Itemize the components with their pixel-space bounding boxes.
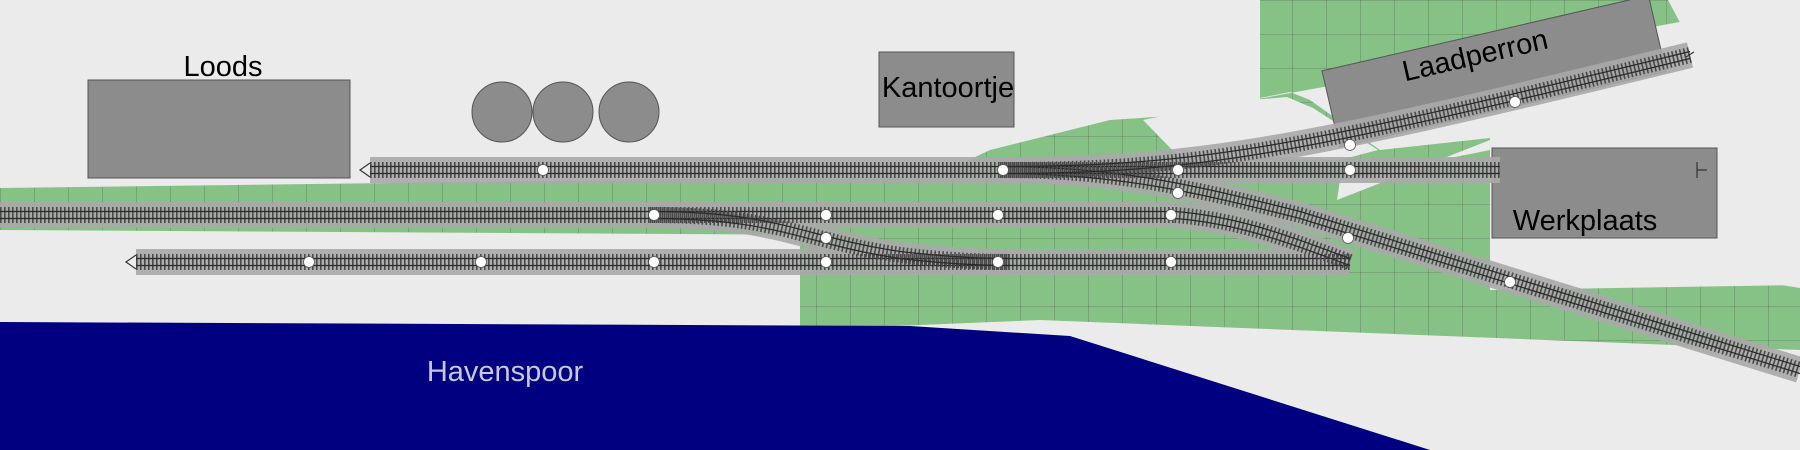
track-marker: [648, 256, 660, 268]
buffer-stop-west-lower: [124, 254, 137, 270]
track-marker: [648, 209, 660, 221]
track-marker: [820, 256, 832, 268]
havenspoor-label: Havenspoor: [427, 356, 584, 388]
werkplaats-label: Werkplaats: [1513, 205, 1658, 237]
track-laadperron-rail-2: [999, 57, 1691, 175]
tank-1: [471, 81, 533, 143]
track-crossover-lower-rail-2: [649, 217, 1011, 267]
track-marker: [1344, 139, 1356, 151]
storage-tanks: [471, 81, 660, 143]
track-marker: [820, 209, 832, 221]
track-crossover-mid-rail-2: [1174, 217, 1351, 267]
tracks: [0, 42, 1800, 383]
kantoortje-label: Kantoortje: [882, 72, 1014, 104]
buffer-stop-laadperron: [1685, 51, 1695, 58]
track-marker: [1509, 96, 1521, 108]
buffer-stops: [124, 51, 1707, 270]
track-marker: [1165, 209, 1177, 221]
track-marker: [997, 164, 1009, 176]
track-laadperron-rail-1: [999, 50, 1691, 168]
track-marker: [1165, 256, 1177, 268]
loods-label: Loods: [183, 51, 262, 83]
track-marker: [1344, 164, 1356, 176]
track-marker: [1172, 187, 1184, 199]
buffer-stop-west-upper: [358, 162, 371, 178]
track-laadperron-ties: [999, 47, 1692, 178]
track-marker: [820, 232, 832, 244]
track-diagonal-rail-1: [999, 165, 1800, 368]
track-marker: [537, 164, 549, 176]
track-markers: [303, 96, 1521, 288]
werkplaats-building: [1491, 147, 1718, 239]
track-marker: [992, 209, 1004, 221]
track-crossover-lower-ties: [649, 207, 1011, 270]
loods-building: [87, 79, 351, 179]
buffer-stop-werkplaats: [1696, 162, 1707, 178]
track-marker: [1172, 164, 1184, 176]
track-marker: [1342, 232, 1354, 244]
track-crossover-lower-rail-1: [649, 210, 1011, 260]
track-marker: [1504, 276, 1516, 288]
tank-3: [598, 81, 660, 143]
track-marker: [475, 256, 487, 268]
buildings: [87, 0, 1718, 239]
track-marker: [992, 256, 1004, 268]
track-diagonal-rail-2: [999, 172, 1800, 375]
track-crossover-mid-rail-1: [1174, 210, 1351, 260]
tank-2: [532, 81, 594, 143]
kantoortje-building: [878, 51, 1015, 128]
havenspoor-water: [0, 322, 1430, 450]
track-marker: [303, 256, 315, 268]
